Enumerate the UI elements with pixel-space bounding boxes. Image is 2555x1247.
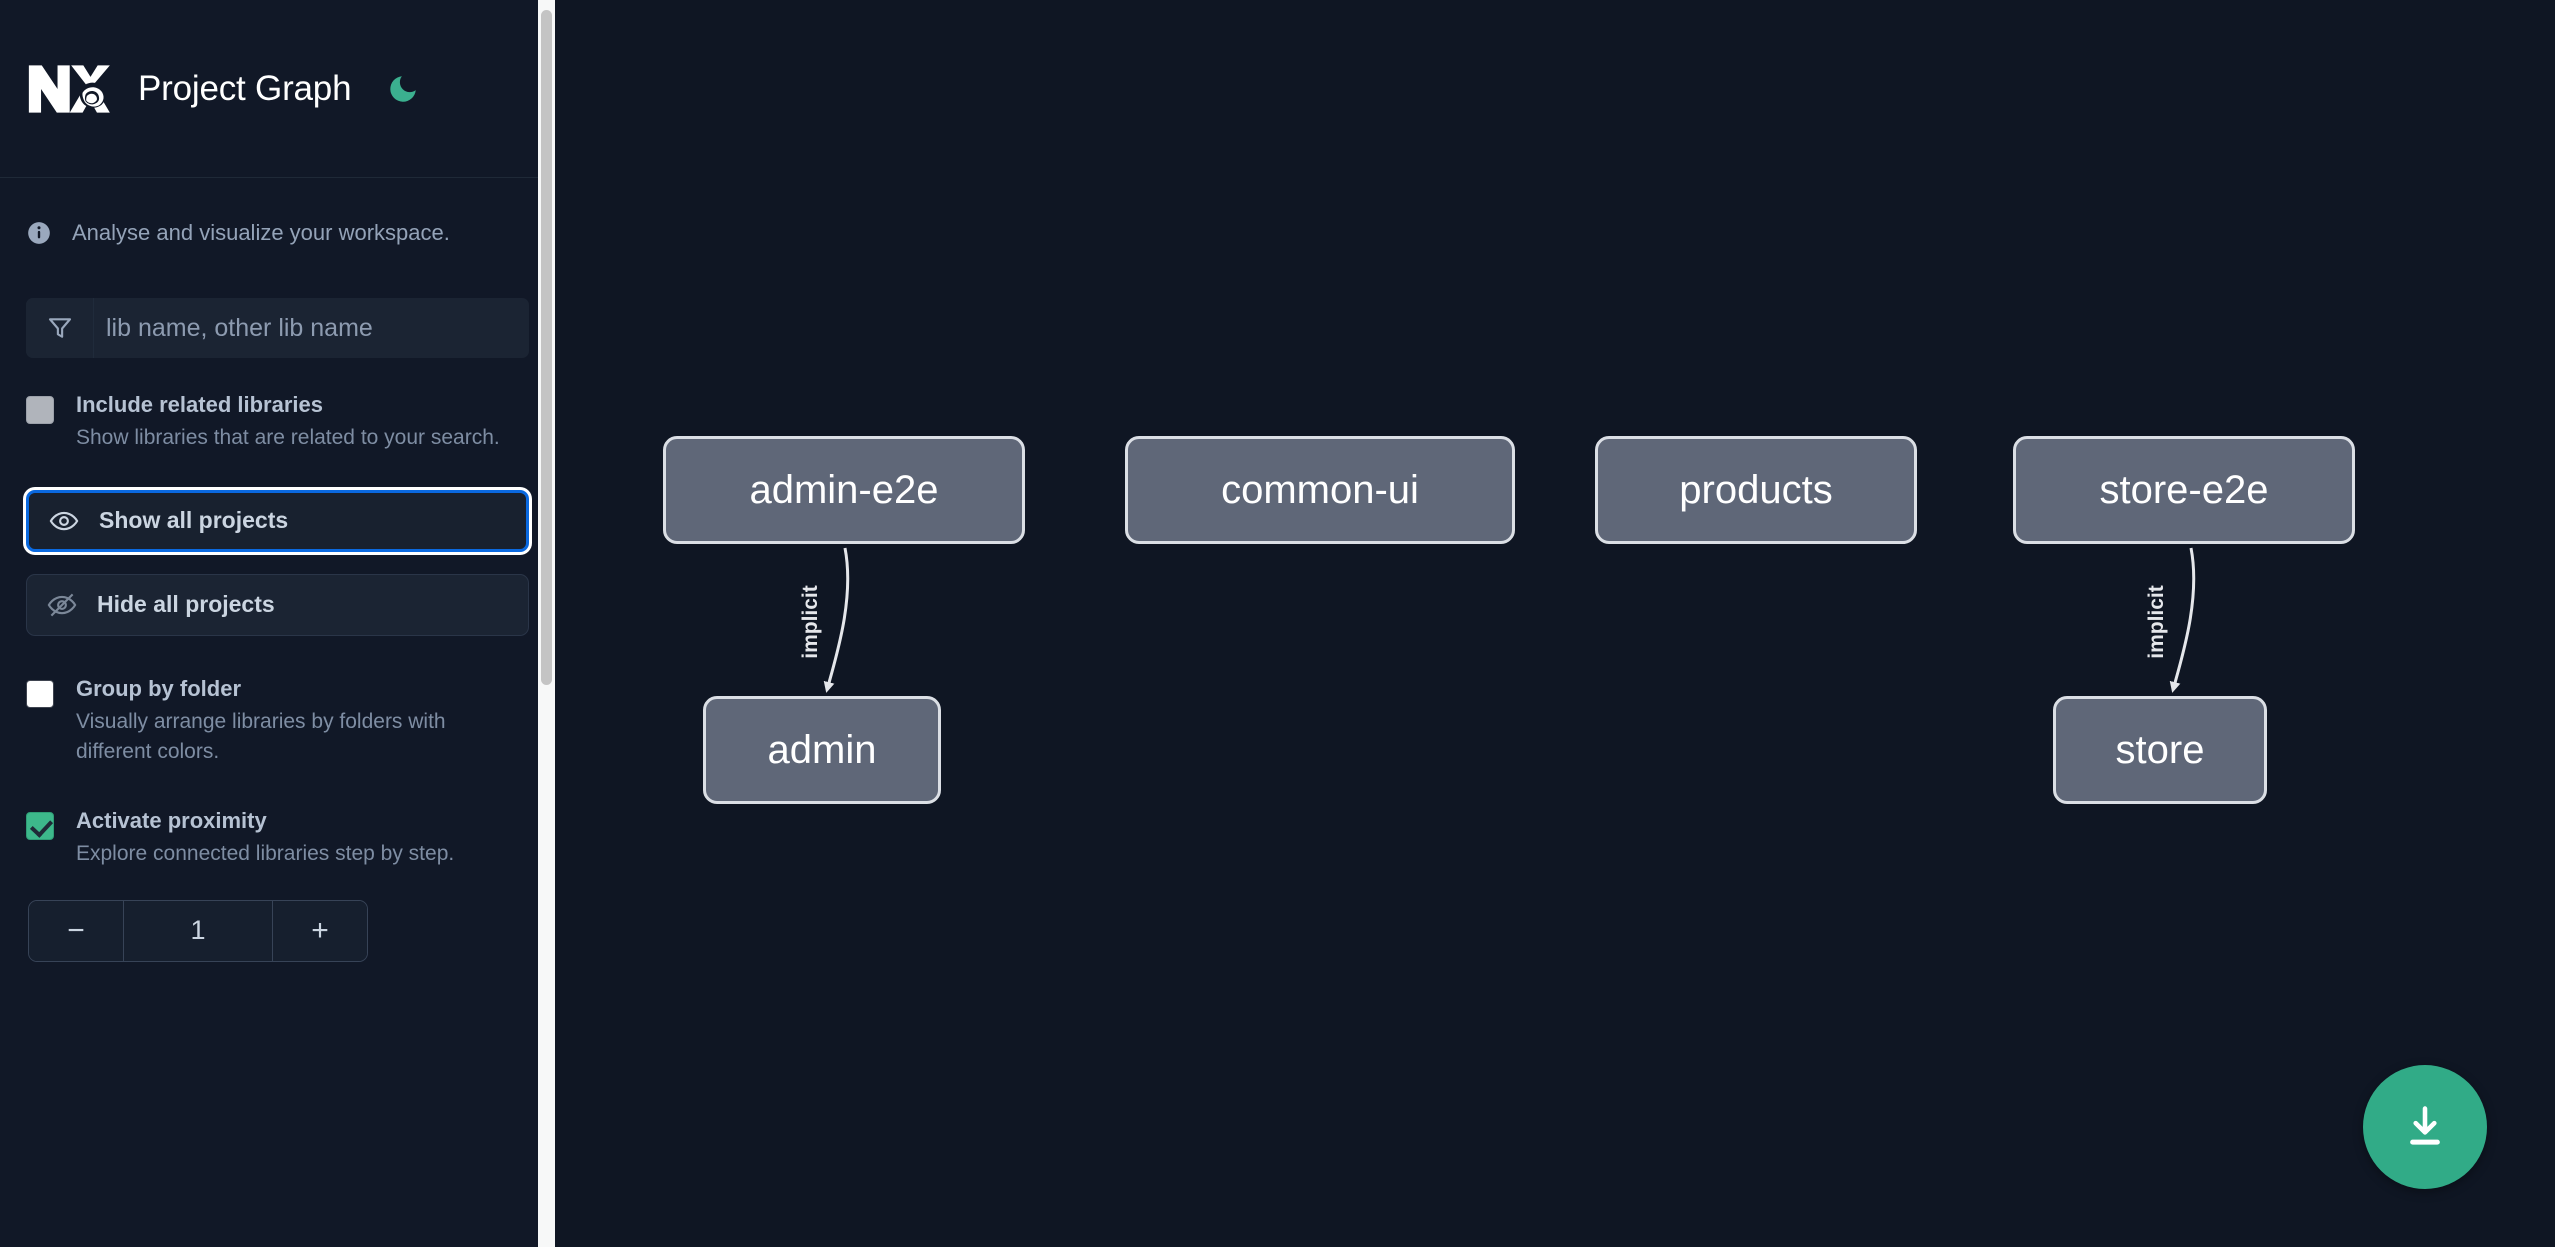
- option-include-related-libraries[interactable]: Include related libraries Show libraries…: [26, 392, 529, 454]
- graph-node-label: admin: [767, 727, 877, 772]
- graph-node-store-e2e[interactable]: store-e2e: [2013, 436, 2355, 544]
- edge-store-e2e-store: [2169, 547, 2196, 693]
- option-activate-proximity[interactable]: Activate proximity Explore connected lib…: [26, 808, 529, 870]
- nx-logo-icon: [26, 61, 112, 117]
- graph-node-label: store: [2115, 727, 2205, 772]
- graph-node-label: products: [1679, 467, 1833, 512]
- graph-node-label: common-ui: [1221, 467, 1419, 512]
- sidebar-body: Include related libraries Show libraries…: [0, 298, 555, 962]
- download-graph-button[interactable]: [2363, 1065, 2487, 1189]
- graph-node-common-ui[interactable]: common-ui: [1125, 436, 1515, 544]
- edge-label-implicit: implicit: [799, 585, 822, 659]
- option-description: Show libraries that are related to your …: [76, 426, 500, 450]
- proximity-decrement-button[interactable]: −: [29, 900, 124, 961]
- show-all-projects-button[interactable]: Show all projects: [26, 489, 529, 552]
- option-label: Activate proximity: [76, 807, 267, 833]
- option-description: Explore connected libraries step by step…: [76, 842, 455, 866]
- group-by-folder-checkbox[interactable]: [26, 679, 54, 768]
- sidebar-scrollbar[interactable]: [538, 0, 555, 1247]
- graph-node-products[interactable]: products: [1595, 436, 1917, 544]
- activate-proximity-checkbox[interactable]: [26, 811, 54, 870]
- option-label: Group by folder: [76, 675, 241, 701]
- workspace-info: Analyse and visualize your workspace.: [0, 178, 555, 288]
- graph-node-label: store-e2e: [2099, 467, 2269, 512]
- workspace-info-text: Analyse and visualize your workspace.: [72, 220, 450, 245]
- sidebar-header: Project Graph: [0, 0, 555, 178]
- option-description: Visually arrange libraries by folders wi…: [76, 710, 446, 764]
- search-input[interactable]: [94, 298, 529, 358]
- page-title: Project Graph: [138, 68, 352, 108]
- hide-all-projects-button[interactable]: Hide all projects: [26, 573, 529, 636]
- option-label: Include related libraries: [76, 392, 323, 417]
- eye-icon: [29, 506, 99, 536]
- search-box: [26, 298, 529, 358]
- edge-label-implicit: implicit: [2145, 585, 2168, 659]
- hide-all-projects-label: Hide all projects: [97, 591, 275, 618]
- sidebar-scrollbar-thumb[interactable]: [541, 10, 552, 685]
- download-icon: [2399, 1101, 2451, 1153]
- graph-node-label: admin-e2e: [749, 467, 939, 512]
- edge-admin-e2e-admin: [823, 547, 850, 693]
- graph-canvas[interactable]: implicit implicit admin-e2e common-ui pr…: [555, 0, 2555, 1247]
- proximity-stepper: − 1 +: [28, 899, 368, 962]
- filter-funnel-icon: [26, 298, 94, 358]
- graph-node-admin-e2e[interactable]: admin-e2e: [663, 436, 1025, 544]
- moon-icon[interactable]: [383, 69, 423, 109]
- graph-edges: implicit implicit: [799, 547, 2196, 693]
- proximity-value: 1: [124, 900, 272, 961]
- proximity-increment-button[interactable]: +: [272, 900, 367, 961]
- info-circle-icon: [26, 220, 52, 246]
- option-group-by-folder[interactable]: Group by folder Visually arrange librari…: [26, 676, 529, 768]
- graph-node-admin[interactable]: admin: [703, 696, 941, 804]
- show-all-projects-label: Show all projects: [99, 507, 289, 534]
- include-related-libraries-checkbox[interactable]: [26, 396, 54, 454]
- eye-off-icon: [27, 590, 97, 620]
- sidebar: Project Graph Analyse and visualize your…: [0, 0, 555, 1247]
- graph-node-store[interactable]: store: [2053, 696, 2267, 804]
